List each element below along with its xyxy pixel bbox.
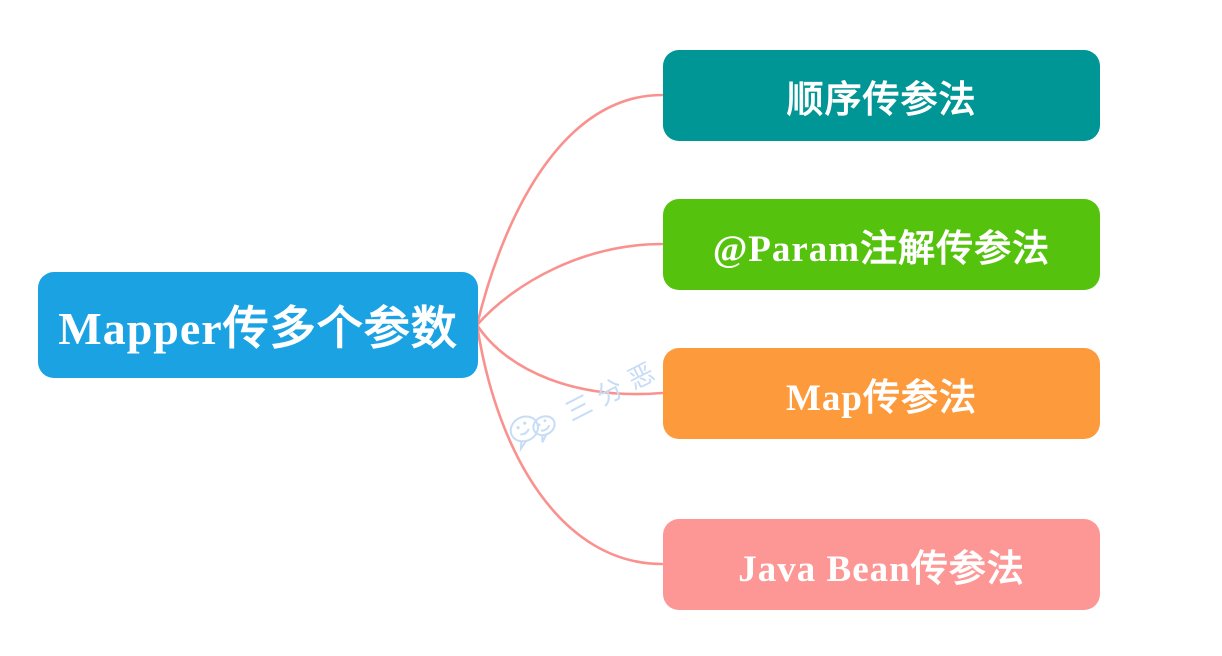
connector-root-to-child-2	[475, 323, 664, 396]
connector-root-to-child-1	[475, 242, 664, 327]
child-node-javabean-method: Java Bean传参法	[663, 519, 1100, 610]
child-node-label: Java Bean传参法	[738, 548, 1025, 590]
child-node-label: Map传参法	[786, 377, 977, 419]
child-node-map-method: Map传参法	[663, 348, 1100, 439]
child-node-param-annotation-method: @Param注解传参法	[663, 199, 1100, 290]
root-node-mapper: Mapper传多个参数	[38, 272, 478, 378]
child-node-order-method: 顺序传参法	[663, 50, 1100, 141]
connector-root-to-child-0	[475, 93, 664, 327]
child-node-label: 顺序传参法	[786, 79, 977, 121]
connector-root-to-child-3	[475, 323, 664, 566]
child-node-label: @Param注解传参法	[712, 228, 1051, 270]
root-node-label: Mapper传多个参数	[58, 303, 458, 354]
